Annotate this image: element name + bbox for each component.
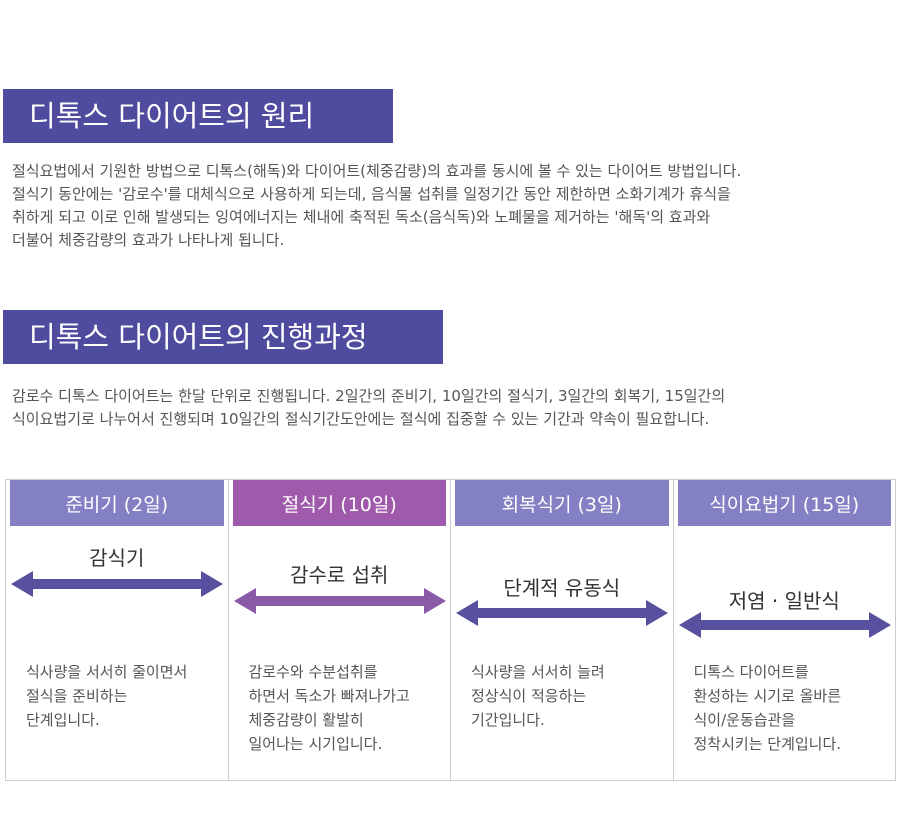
double-arrow-icon — [233, 588, 446, 614]
process-line-1: 감로수 디톡스 다이어트는 한달 단위로 진행됩니다. 2일간의 준비기, 10… — [12, 387, 726, 405]
phase-header-text: 절식기 (10일) — [281, 493, 397, 516]
process-section-title: 디톡스 다이어트의 진행과정 — [3, 310, 443, 364]
phase-desc-line: 디톡스 다이어트를 — [693, 663, 809, 681]
phase-header: 식이요법기 (15일) — [677, 480, 891, 526]
phase-label: 감수로 섭취 — [290, 563, 389, 587]
phase-desc-line: 감로수와 수분섭취를 — [248, 663, 378, 681]
principle-line-2: 절식기 동안에는 '감로수'를 대체식으로 사용하게 되는데, 음식물 섭취를 … — [12, 185, 731, 203]
phase-desc-line: 일어나는 시기입니다. — [248, 735, 383, 753]
phase-header: 준비기 (2일) — [10, 480, 224, 526]
process-paragraph: 감로수 디톡스 다이어트는 한달 단위로 진행됩니다. 2일간의 준비기, 10… — [12, 385, 892, 431]
phase-description: 식사량을 서서히 줄이면서 절식을 준비하는 단계입니다. — [26, 660, 222, 732]
phase-description: 디톡스 다이어트를 환성하는 시기로 올바른 식이/운동습관을 정착시키는 단계… — [694, 660, 890, 756]
phase-desc-line: 기간입니다. — [471, 711, 545, 729]
double-arrow-icon — [11, 571, 223, 597]
process-line-2: 식이요법기로 나누어서 진행되며 10일간의 절식기간도안에는 절식에 집중할 … — [12, 410, 710, 428]
phase-desc-line: 정착시키는 단계입니다. — [693, 735, 842, 753]
phase-preparation: 준비기 (2일) 감식기 식사량을 서서히 줄이면서 절식을 준비하는 단계입니… — [6, 480, 228, 780]
principle-line-4: 더불어 체중감량의 효과가 나타나게 됩니다. — [12, 231, 285, 249]
phase-label: 저염 · 일반식 — [728, 589, 840, 613]
phase-table: 준비기 (2일) 감식기 식사량을 서서히 줄이면서 절식을 준비하는 단계입니… — [5, 479, 896, 781]
phase-label: 감식기 — [89, 546, 145, 570]
phase-desc-line: 식사량을 서서히 줄이면서 — [26, 663, 188, 681]
principle-paragraph: 절식요법에서 기원한 방법으로 디톡스(해독)와 다이어트(체중감량)의 효과를… — [12, 160, 892, 252]
phase-desc-line: 체중감량이 활발히 — [248, 711, 364, 729]
phase-recovery: 회복식기 (3일) 단계적 유동식 식사량을 서서히 늘려 정상식이 적응하는 … — [450, 480, 673, 780]
phase-header-text: 회복식기 (3일) — [501, 493, 622, 516]
phase-description: 감로수와 수분섭취를 하면서 독소가 빠져나가고 체중감량이 활발히 일어나는 … — [249, 660, 445, 756]
phase-desc-line: 식이/운동습관을 — [693, 711, 796, 729]
phase-label: 단계적 유동식 — [503, 576, 621, 600]
principle-section-title: 디톡스 다이어트의 원리 — [3, 89, 393, 143]
phase-header-text: 식이요법기 (15일) — [709, 493, 860, 516]
process-title-text: 디톡스 다이어트의 진행과정 — [29, 319, 368, 354]
phase-header: 절식기 (10일) — [232, 480, 446, 526]
double-arrow-icon — [678, 612, 891, 638]
principle-title-text: 디톡스 다이어트의 원리 — [29, 98, 315, 133]
principle-line-3: 취하게 되고 이로 인해 발생되는 잉여에너지는 체내에 축적된 독소(음식독)… — [12, 208, 711, 226]
phase-desc-line: 정상식이 적응하는 — [471, 687, 587, 705]
principle-line-1: 절식요법에서 기원한 방법으로 디톡스(해독)와 다이어트(체중감량)의 효과를… — [12, 162, 742, 180]
phase-description: 식사량을 서서히 늘려 정상식이 적응하는 기간입니다. — [471, 660, 667, 732]
phase-desc-line: 단계입니다. — [26, 711, 100, 729]
phase-diet-therapy: 식이요법기 (15일) 저염 · 일반식 디톡스 다이어트를 환성하는 시기로 … — [672, 480, 896, 780]
phase-fasting: 절식기 (10일) 감수로 섭취 감로수와 수분섭취를 하면서 독소가 빠져나가… — [227, 480, 451, 780]
phase-desc-line: 절식을 준비하는 — [26, 687, 128, 705]
phase-header-text: 준비기 (2일) — [65, 493, 169, 516]
phase-desc-line: 환성하는 시기로 올바른 — [693, 687, 842, 705]
phase-desc-line: 하면서 독소가 빠져나가고 — [248, 687, 410, 705]
phase-header: 회복식기 (3일) — [455, 480, 669, 526]
phase-desc-line: 식사량을 서서히 늘려 — [471, 663, 605, 681]
double-arrow-icon — [456, 600, 668, 626]
